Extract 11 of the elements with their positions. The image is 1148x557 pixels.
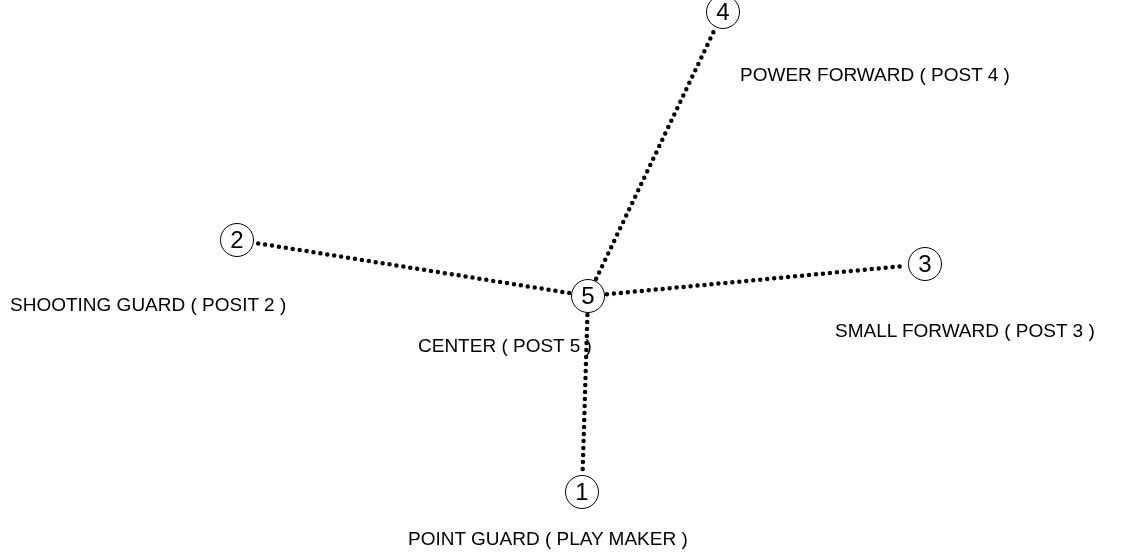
position-label: SMALL FORWARD ( POST 3 ) xyxy=(835,320,1095,342)
position-label: SHOOTING GUARD ( POSIT 2 ) xyxy=(10,294,287,316)
numbered-circle: 5 xyxy=(571,279,605,313)
dotted-line xyxy=(253,240,572,296)
numbered-circle: 3 xyxy=(908,247,942,281)
numbered-circle: 4 xyxy=(706,0,740,29)
position-label: POINT GUARD ( PLAY MAKER ) xyxy=(408,528,688,550)
numbered-circle: 2 xyxy=(220,223,254,257)
position-label: CENTER ( POST 5 ) xyxy=(418,335,592,357)
position-label: POWER FORWARD ( POST 4 ) xyxy=(740,64,1010,86)
numbered-circle: 1 xyxy=(565,475,599,509)
